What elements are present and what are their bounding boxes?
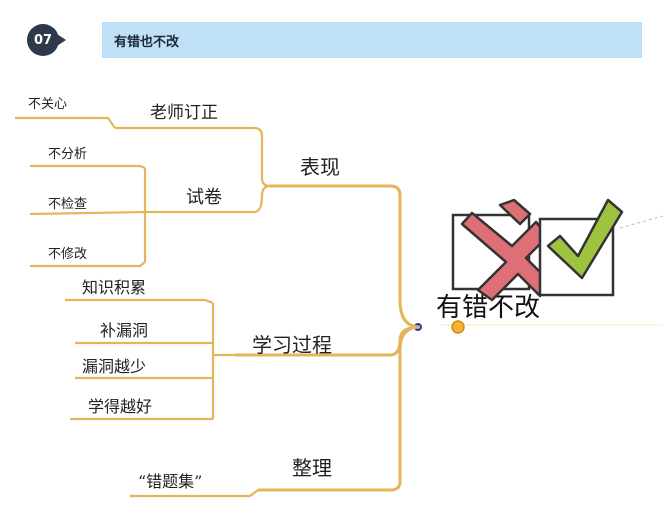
label-biaoxian: 表现 xyxy=(300,155,340,179)
section-title: 有错也不改 xyxy=(114,34,180,50)
label-bufenxi: 不分析 xyxy=(48,147,87,162)
trunk-biaoxian xyxy=(270,184,421,329)
section-number-badge: 07 xyxy=(27,24,59,56)
label-xuexi: 学习过程 xyxy=(252,333,332,357)
label-cuotiji: “错题集” xyxy=(138,472,202,491)
branch-zhishi xyxy=(65,298,214,305)
branch-xuexi-fork xyxy=(211,303,235,419)
label-buxiugai: 不修改 xyxy=(48,247,87,262)
cross-mark-icon xyxy=(451,198,552,302)
branch-cuotiji xyxy=(130,489,259,498)
label-laoshi: 老师订正 xyxy=(150,103,218,123)
label-bujiancha: 不检查 xyxy=(48,197,87,212)
central-node-ring xyxy=(451,320,465,334)
branch-buguanxin xyxy=(15,116,116,129)
label-zhengli: 整理 xyxy=(292,456,332,480)
branch-shijuan xyxy=(150,184,271,214)
section-title-bar: 有错也不改 xyxy=(102,22,642,58)
check-mark-icon xyxy=(538,198,624,297)
branch-bufenxi xyxy=(30,164,146,170)
label-shijuan: 试卷 xyxy=(186,187,222,208)
label-xuede: 学得越好 xyxy=(88,397,152,416)
branch-shijuan-fork xyxy=(143,168,150,262)
branch-laoshi xyxy=(115,126,271,188)
badge-pointer xyxy=(57,34,66,46)
label-bulou: 补漏洞 xyxy=(100,321,148,340)
label-loudong: 漏洞越少 xyxy=(82,357,146,376)
trunk-zhengli xyxy=(258,325,421,492)
dotted-connector xyxy=(619,215,663,229)
label-buguanxin: 不关心 xyxy=(28,97,67,112)
branch-buxiugai xyxy=(30,261,146,268)
label-zhishi: 知识积累 xyxy=(82,278,146,297)
branch-bujiancha xyxy=(29,210,146,216)
